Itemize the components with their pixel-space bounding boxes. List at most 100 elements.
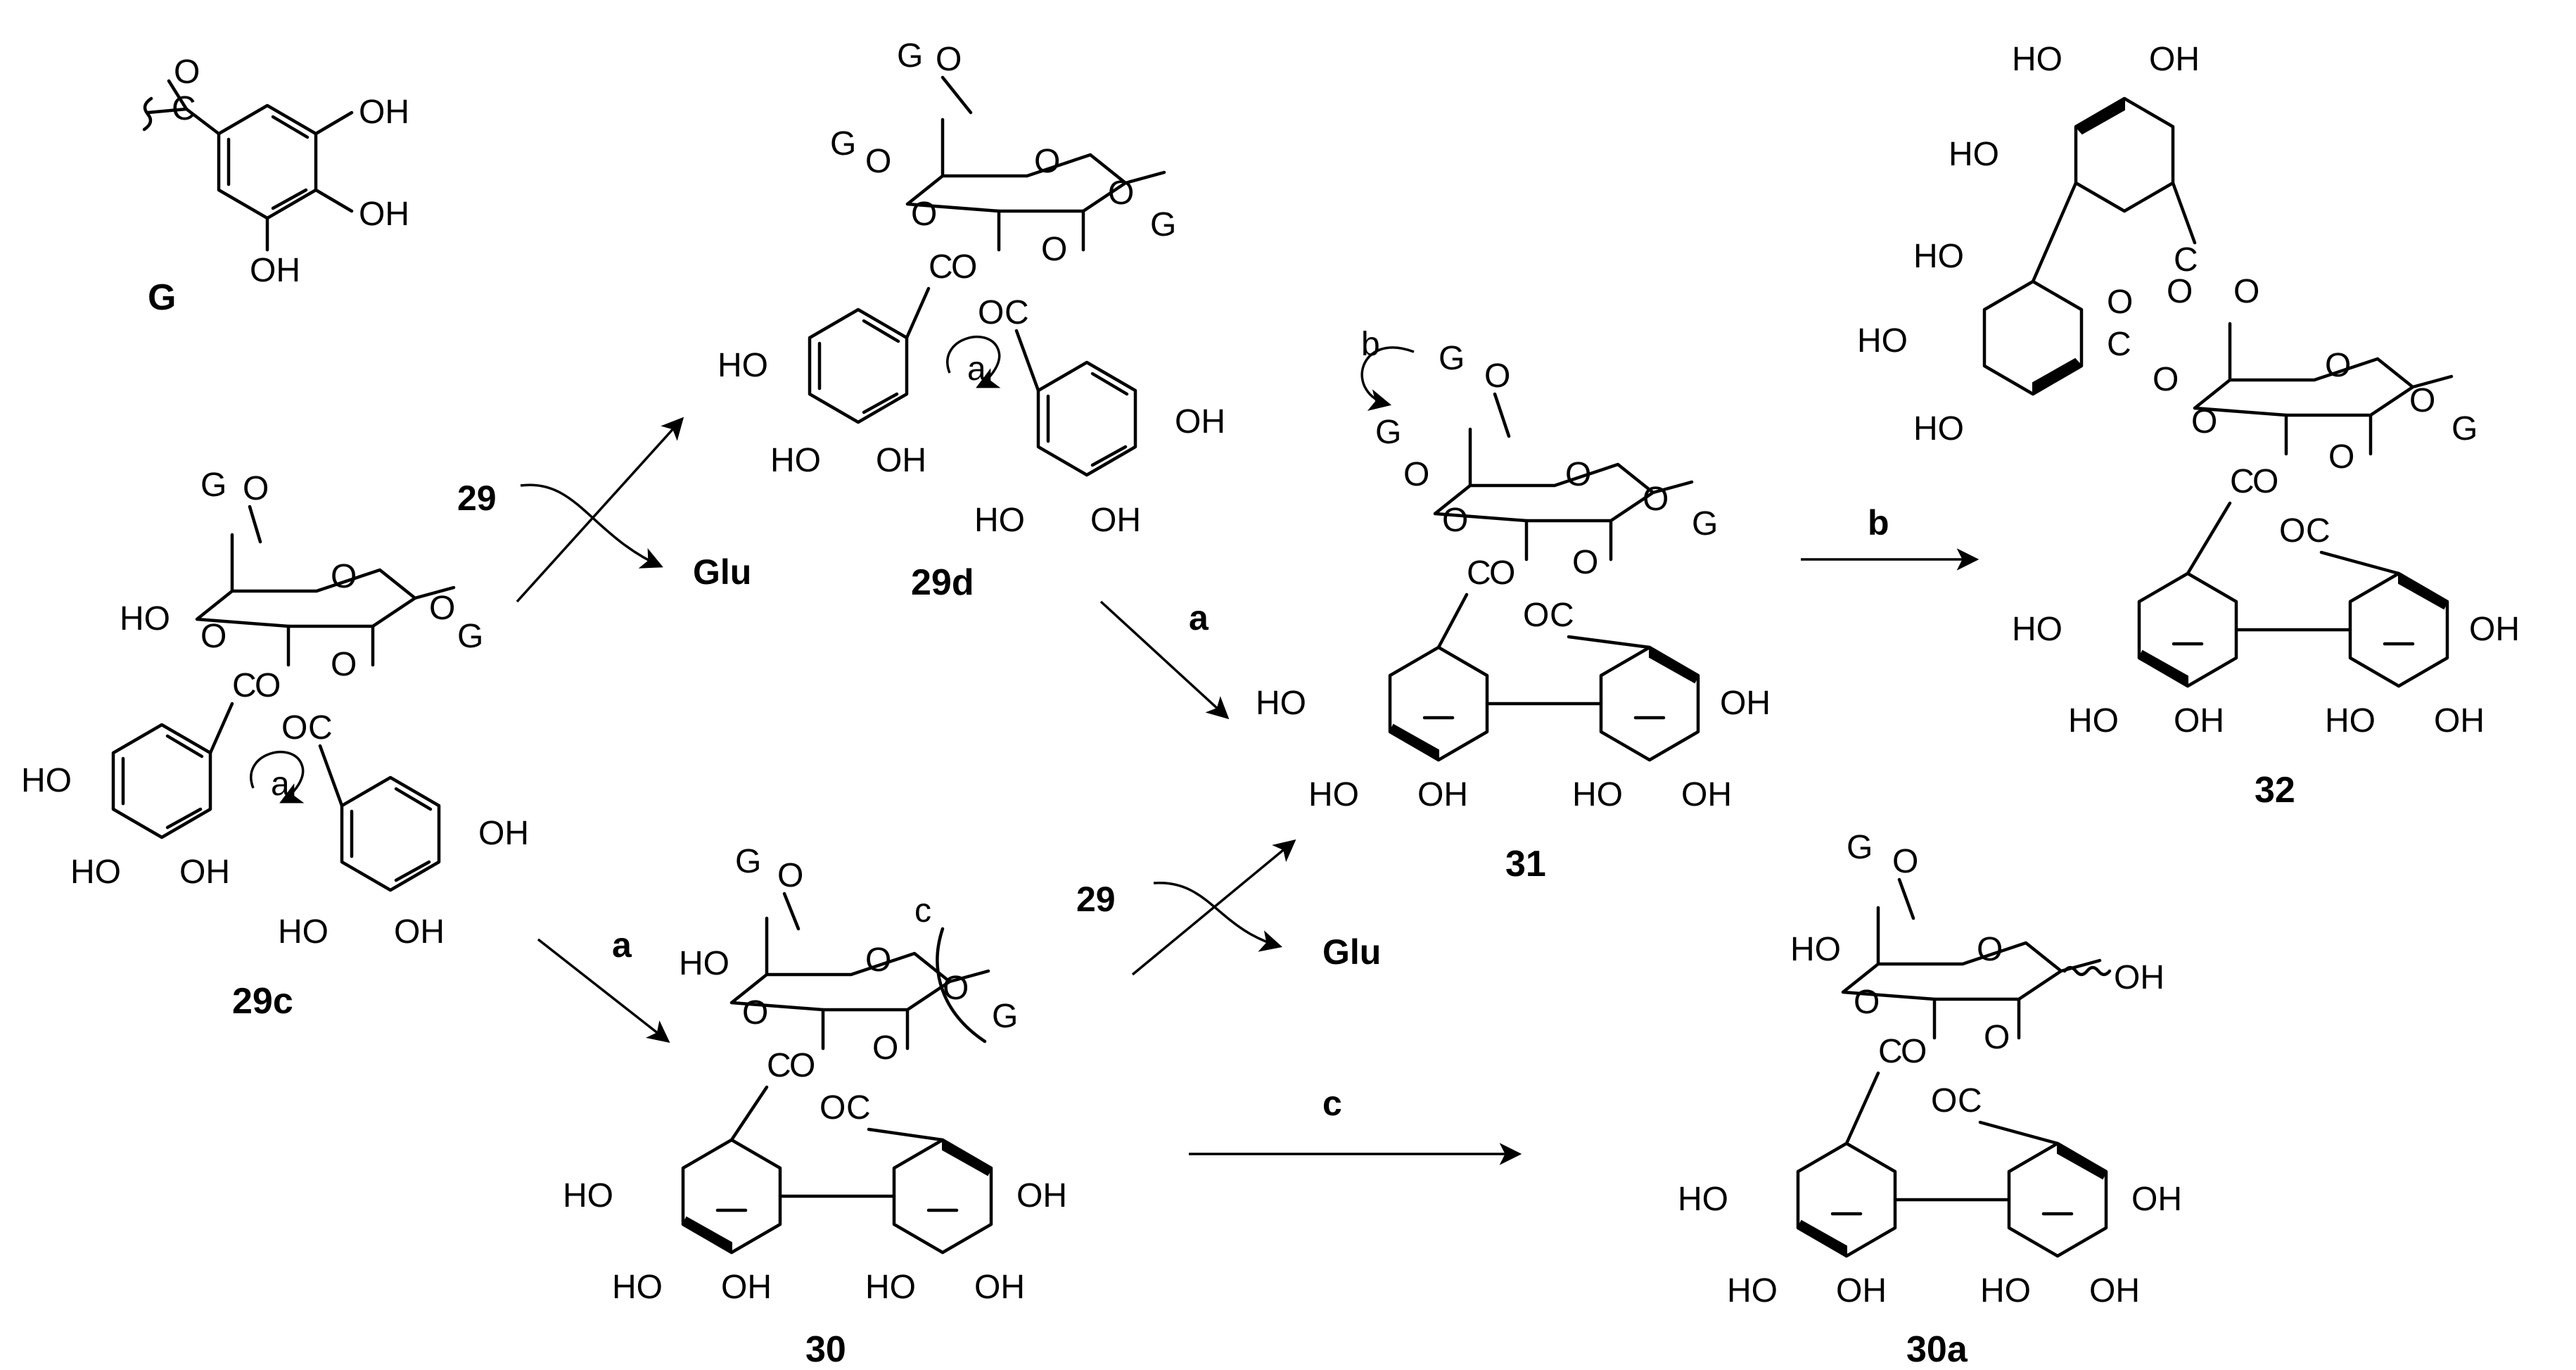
- 29c-ester-o2: O: [281, 709, 307, 747]
- 31-o3: O: [1442, 502, 1468, 539]
- cond-a-29c-30: a: [612, 925, 632, 965]
- 30-ester-o2: O: [820, 1089, 846, 1127]
- 29d-g4: G: [830, 125, 856, 163]
- g-oh-5: OH: [250, 252, 300, 289]
- 30-cleavage-line-c: [936, 927, 987, 1044]
- 31-g4: G: [1375, 414, 1401, 451]
- 32-ring-o: O: [2325, 347, 2351, 384]
- 29d-curl-a: a: [967, 350, 986, 388]
- 30-ho-b: HO: [612, 1269, 663, 1306]
- 30-oh-c: OH: [721, 1269, 772, 1306]
- 31-g1: G: [1692, 505, 1718, 543]
- 30-oh-f: OH: [1016, 1177, 1067, 1214]
- 30a-ester-c1: C: [1878, 1033, 1903, 1070]
- 29c-g-o6: G: [200, 467, 227, 504]
- 31-oh-e: OH: [1681, 776, 1732, 813]
- 30a-ho4: HO: [1790, 931, 1841, 968]
- 31-curl-b: b: [1361, 326, 1380, 363]
- 31-o2: O: [1572, 544, 1598, 581]
- 31-o1: O: [1643, 481, 1669, 518]
- 32-ester-o1: O: [2252, 463, 2278, 500]
- 29d-ester-o1: O: [951, 248, 977, 286]
- 32-g1: G: [2451, 410, 2478, 448]
- 32-ho-bot-a: HO: [2012, 611, 2062, 648]
- 30-ester-c1: C: [767, 1047, 791, 1084]
- 29c-ring-o: O: [331, 558, 357, 595]
- cond-a-29d-31: a: [1189, 598, 1209, 638]
- compound-30a: G O HO O OH O O C O O C HO HO OH HO OH O…: [1678, 829, 2182, 1370]
- 31-ester-o2: O: [1523, 597, 1549, 634]
- 30a-oh-c: OH: [1836, 1272, 1887, 1309]
- 30a-o3: O: [1854, 984, 1880, 1021]
- 30-ho-a: HO: [563, 1177, 613, 1214]
- 29c-g1: G: [457, 618, 483, 655]
- 32-oh-bot-c: OH: [2174, 702, 2224, 740]
- 30-o2: O: [872, 1029, 898, 1067]
- 29c-ho-b: HO: [70, 854, 121, 891]
- 31-curl-arrow-b: [1360, 346, 1415, 411]
- 31-ring-o: O: [1565, 456, 1591, 493]
- cond-c-30-30a: c: [1322, 1084, 1342, 1123]
- byproduct-glu-mid: Glu: [1322, 932, 1381, 972]
- 32-ester-c2: C: [2306, 512, 2330, 550]
- 32-oh-bot-f: OH: [2469, 611, 2520, 648]
- compound-30: G O HO O O G O O C O O C c HO HO OH HO O…: [563, 843, 1067, 1370]
- 29c-o3: O: [200, 618, 227, 655]
- 29d-o3: O: [911, 196, 937, 233]
- 29c-o6: O: [243, 470, 269, 507]
- 29c-ester-o1: O: [255, 667, 281, 704]
- 29d-o6: O: [936, 41, 962, 78]
- 32-o6: O: [2233, 273, 2259, 310]
- 30-g1: G: [992, 998, 1018, 1035]
- 29c-ho-a: HO: [21, 762, 72, 799]
- 30-o6: O: [777, 857, 803, 894]
- label-30: 30: [805, 1329, 846, 1370]
- 32-ho-bot-b: HO: [2068, 702, 2119, 740]
- 32-ester-c-b: C: [2107, 326, 2131, 363]
- 29c-oh-c: OH: [179, 854, 230, 891]
- 29d-g1: G: [1150, 206, 1176, 243]
- 29d-o2: O: [1041, 231, 1067, 268]
- 29c-oh-f: OH: [478, 815, 529, 852]
- 29d-o4: O: [865, 143, 891, 180]
- 31-ho-a: HO: [1256, 685, 1306, 722]
- 30-ring-o: O: [865, 941, 891, 979]
- curved-arrow-glu-mid: [1153, 882, 1283, 952]
- compound-29d: G O G O O O G O O C O O C HO HO OH HO OH…: [718, 37, 1225, 603]
- 30-ester-c2: C: [846, 1089, 871, 1127]
- 29c-ester-c1: C: [232, 667, 257, 704]
- label-29d: 29d: [911, 562, 974, 603]
- 30a-oh-f: OH: [2131, 1181, 2182, 1218]
- label-29c: 29c: [232, 981, 293, 1022]
- 32-ester-o2: O: [2279, 512, 2305, 550]
- 31-ho-b: HO: [1308, 776, 1359, 813]
- 29d-oh-f: OH: [1175, 403, 1225, 440]
- 32-ester-c1: C: [2230, 463, 2255, 500]
- 30a-ho-d: HO: [1980, 1272, 2031, 1309]
- 29d-ho-b: HO: [770, 442, 821, 479]
- 30-ho-d: HO: [865, 1269, 916, 1306]
- 30a-ho-b: HO: [1727, 1272, 1778, 1309]
- 29d-oh-c: OH: [876, 442, 926, 479]
- 32-ester-c-a: C: [2174, 241, 2198, 279]
- reagent-29-mid: 29: [1076, 880, 1116, 919]
- 29c-curl-a: a: [271, 766, 290, 803]
- 29c-ho-d: HO: [278, 913, 329, 951]
- 30a-g6: G: [1847, 829, 1873, 866]
- 32-ho-bot-d: HO: [2325, 702, 2376, 740]
- 30a-o6: O: [1892, 843, 1918, 880]
- 29c-oh-e: OH: [394, 913, 445, 951]
- arrow-29c-to-29d: [516, 417, 684, 603]
- 32-o2: O: [2328, 438, 2354, 476]
- label-g: G: [148, 277, 176, 318]
- galloyl-definition: O C OH OH OH G: [142, 53, 409, 318]
- 29c-ho4: HO: [120, 600, 170, 638]
- 29d-ho-d: HO: [974, 502, 1025, 539]
- carbonyl-o-label: O: [174, 53, 200, 91]
- g-oh-4: OH: [359, 196, 409, 233]
- 30a-ho-a: HO: [1678, 1181, 1728, 1218]
- 29c-o1: O: [429, 590, 455, 627]
- byproduct-glu-top: Glu: [693, 552, 751, 592]
- 30-cut-c: c: [914, 892, 931, 930]
- 31-ho-d: HO: [1572, 776, 1623, 813]
